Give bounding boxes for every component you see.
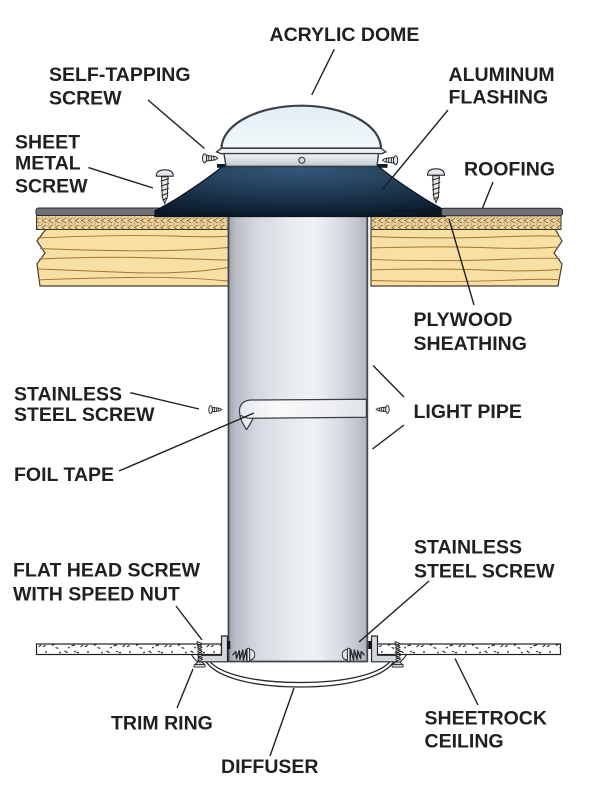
svg-text:SHEETROCK: SHEETROCK — [425, 707, 547, 729]
svg-text:STEEL SCREW: STEEL SCREW — [414, 561, 555, 583]
svg-text:ACRYLIC DOME: ACRYLIC DOME — [270, 24, 420, 46]
svg-text:PLYWOOD: PLYWOOD — [414, 309, 513, 331]
svg-text:TRIM RING: TRIM RING — [111, 713, 213, 735]
svg-text:FLAT HEAD SCREW: FLAT HEAD SCREW — [13, 560, 201, 582]
svg-text:SCREW: SCREW — [49, 87, 122, 109]
svg-text:STAINLESS: STAINLESS — [14, 383, 122, 405]
svg-text:WITH SPEED NUT: WITH SPEED NUT — [13, 583, 180, 605]
svg-text:ROOFING: ROOFING — [464, 159, 555, 181]
svg-text:SELF-TAPPING: SELF-TAPPING — [49, 64, 191, 86]
svg-text:SHEET: SHEET — [15, 132, 80, 154]
svg-text:SCREW: SCREW — [15, 176, 88, 198]
svg-text:ALUMINUM: ALUMINUM — [449, 64, 555, 86]
svg-text:FOIL TAPE: FOIL TAPE — [14, 464, 114, 486]
svg-text:DIFFUSER: DIFFUSER — [221, 756, 319, 778]
svg-text:METAL: METAL — [15, 152, 81, 174]
svg-text:FLASHING: FLASHING — [449, 87, 549, 109]
svg-text:STEEL SCREW: STEEL SCREW — [14, 404, 155, 426]
svg-text:SHEATHING: SHEATHING — [414, 333, 527, 355]
svg-text:LIGHT PIPE: LIGHT PIPE — [414, 401, 522, 423]
svg-text:CEILING: CEILING — [425, 731, 504, 753]
svg-text:STAINLESS: STAINLESS — [414, 537, 522, 559]
